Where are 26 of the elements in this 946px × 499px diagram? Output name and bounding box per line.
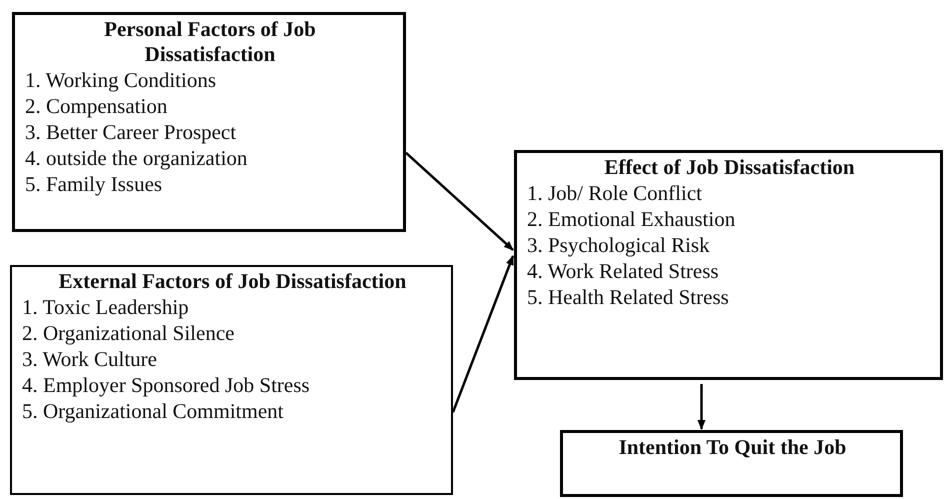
list-item: 1. Working Conditions	[25, 67, 218, 93]
text-box	[10, 265, 453, 495]
list-item: 1. Job/ Role Conflict	[527, 180, 703, 206]
list-item: 5. Family Issues	[25, 171, 164, 197]
list-item: 4. outside the organization	[25, 145, 248, 171]
box-heading: Personal Factors of Job Dissatisfaction	[103, 17, 317, 67]
text-box	[12, 12, 406, 232]
list-item: 4. Employer Sponsored Job Stress	[22, 372, 311, 398]
box-heading: Intention To Quit the Job	[618, 435, 848, 460]
box-heading: External Factors of Job Dissatisfaction	[58, 269, 408, 294]
list-item: 2. Organizational Silence	[22, 320, 236, 346]
box-heading: Effect of Job Dissatisfaction	[603, 155, 856, 180]
list-item: 2. Compensation	[25, 93, 168, 119]
list-item: 5. Organizational Commitment	[22, 398, 284, 424]
list-item: 3. Work Culture	[22, 346, 158, 372]
list-item: 2. Emotional Exhaustion	[527, 206, 736, 232]
list-item: 1. Toxic Leadership	[22, 294, 190, 320]
list-item: 3. Better Career Prospect	[25, 119, 238, 145]
list-item: 4. Work Related Stress	[527, 258, 720, 284]
arrow	[405, 152, 514, 251]
list-item: 3. Psychological Risk	[527, 232, 711, 258]
list-item: 5. Health Related Stress	[527, 284, 730, 310]
arrow	[698, 384, 706, 430]
arrow	[452, 255, 514, 413]
text-box	[560, 430, 903, 497]
text-box	[514, 150, 943, 380]
